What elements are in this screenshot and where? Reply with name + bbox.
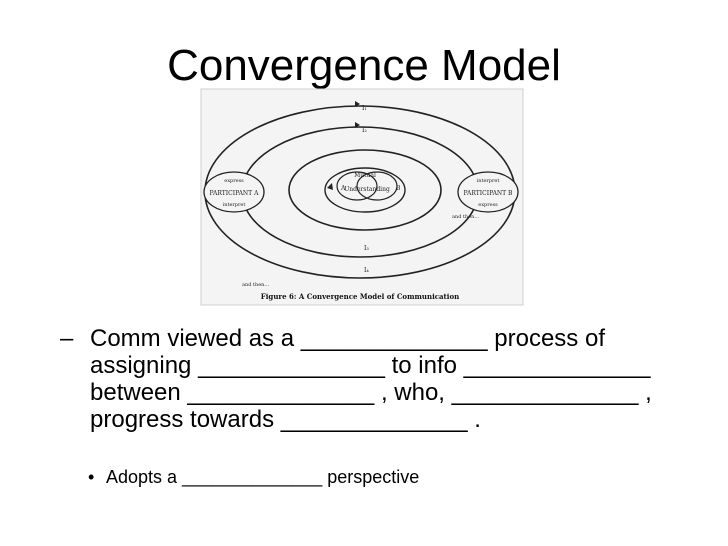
center-b-label: B (396, 185, 401, 192)
participant-b-top: interpret (477, 178, 500, 184)
participant-a-ellipse (203, 171, 265, 213)
dash-marker: – (60, 325, 74, 352)
bullet-list: – Comm viewed as a ______________ proces… (60, 325, 700, 487)
loop-label-4: I₄ (364, 267, 369, 274)
arrow-icon (355, 122, 360, 128)
participant-b-bottom: express (478, 202, 498, 208)
loop-label-2: I₂ (362, 127, 367, 134)
sub-bullet-text: Adopts a ______________ perspective (106, 467, 420, 487)
participant-b-ellipse (457, 171, 519, 213)
loop-label-3: I₃ (364, 245, 369, 252)
circle-b (356, 171, 398, 201)
arrow-icon (355, 101, 360, 107)
convergence-diagram: Mutual Understanding A B express PARTICI… (200, 88, 524, 306)
main-bullet-text: Comm viewed as a ______________ process … (90, 325, 659, 433)
third-loop (288, 149, 442, 231)
center-a-label: A (340, 185, 346, 192)
understanding-label: Understanding (344, 186, 390, 193)
circle-a (336, 171, 378, 201)
convergence-model-figure: Mutual Understanding A B express PARTICI… (200, 88, 524, 306)
participant-b-name: PARTICIPANT B (464, 190, 514, 197)
figure-caption: Figure 6: A Convergence Model of Communi… (261, 292, 459, 301)
participant-a-top: express (224, 178, 244, 184)
sub-bullet: • Adopts a ______________ perspective (88, 466, 688, 488)
arrow-icon (327, 183, 333, 190)
inner-loop (324, 167, 406, 213)
mutual-label: Mutual (354, 172, 376, 179)
bullet-dot: • (88, 467, 95, 487)
loop-label-1: I₁ (362, 105, 367, 112)
participant-a-bottom: interpret (223, 202, 246, 208)
and-then-right: and then... (452, 214, 480, 220)
slide-title: Convergence Model (167, 41, 561, 90)
participant-a-name: PARTICIPANT A (210, 190, 260, 197)
and-then-bottom: and then... (242, 282, 270, 288)
